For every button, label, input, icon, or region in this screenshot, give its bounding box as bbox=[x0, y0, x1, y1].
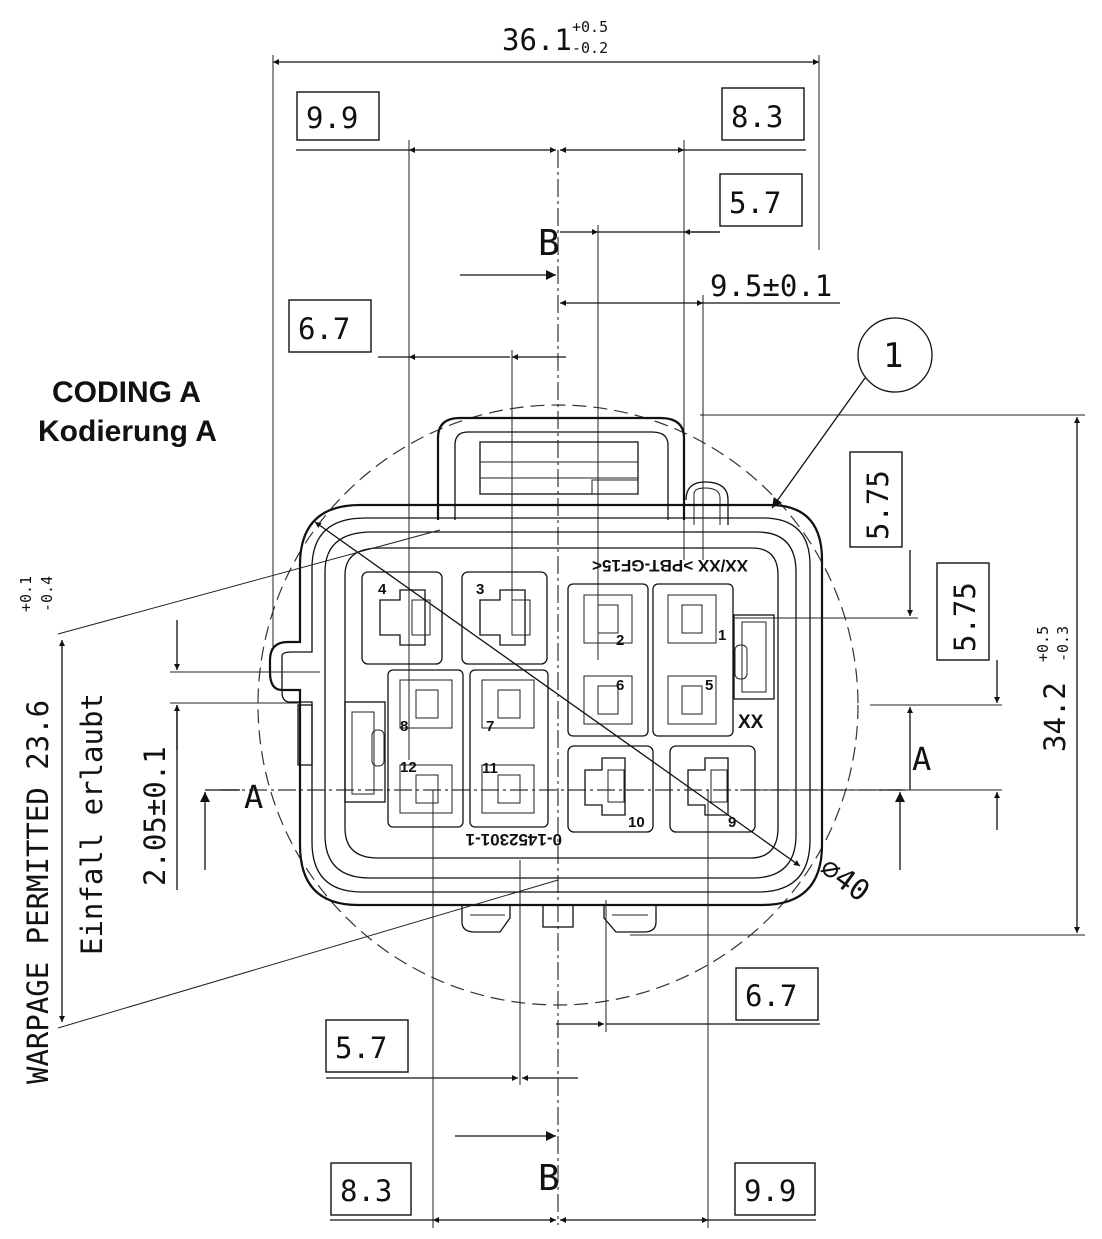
section-b-top-label: B bbox=[538, 223, 560, 264]
cavity-8-label: 8 bbox=[400, 718, 408, 735]
section-a-markers: A A bbox=[200, 740, 931, 870]
dim-bottom-right: 9.9 bbox=[744, 1174, 796, 1208]
overall-width-tol-upper: +0.5 bbox=[572, 18, 608, 36]
dim-bottom-right-upper: 6.7 bbox=[745, 979, 797, 1013]
cavity-9: 9 bbox=[669, 745, 756, 833]
cavity-11-label: 11 bbox=[482, 760, 498, 777]
warpage-tol-upper: +0.1 bbox=[17, 576, 35, 612]
cavity-4: 4 bbox=[361, 571, 443, 665]
cavity-6-label: 6 bbox=[616, 677, 624, 694]
right-side-dimensions: 34.2 +0.5 -0.3 5.75 5.75 bbox=[630, 414, 1085, 936]
xx-label: XX bbox=[738, 712, 764, 733]
cavity-7-label: 7 bbox=[486, 718, 494, 735]
cavity-block-7-11: 7 11 bbox=[469, 669, 549, 828]
overall-width-dimension: 36.1 +0.5 -0.2 bbox=[272, 18, 820, 650]
bottom-row-dimensions: 8.3 9.9 bbox=[330, 790, 816, 1228]
cavity-10-label: 10 bbox=[628, 814, 645, 831]
dim-left-vertical: 2.05±0.1 bbox=[138, 746, 172, 886]
coding-subtitle: Kodierung A bbox=[38, 415, 217, 448]
dim-bottom-left-upper: 5.7 bbox=[335, 1031, 387, 1065]
cavity-10: 10 bbox=[567, 745, 654, 833]
einfall-label: Einfall erlaubt bbox=[75, 693, 109, 955]
dim-upper-right-inner: 5.7 bbox=[729, 186, 781, 220]
diameter-dimension: ⌀40 bbox=[314, 521, 876, 908]
cavity-block-8-12: 8 12 bbox=[387, 669, 464, 828]
cavity-3: 3 bbox=[461, 571, 548, 665]
cavity-12-label: 12 bbox=[400, 759, 417, 776]
upper-right-5-7-dimension: 5.7 bbox=[560, 173, 803, 660]
dim-overall-height: 34.2 bbox=[1038, 682, 1072, 752]
left-vertical-dimension: 2.05±0.1 bbox=[138, 620, 320, 890]
coding-title: CODING A bbox=[52, 376, 201, 409]
dim-top-right: 8.3 bbox=[731, 100, 783, 134]
mold-text-top: XX/XX >PBT-GF15< bbox=[592, 556, 748, 575]
section-b-bottom-label: B bbox=[538, 1158, 560, 1199]
overall-width-tol-lower: -0.2 bbox=[572, 39, 608, 57]
cavity-4-label: 4 bbox=[378, 581, 387, 598]
dim-right-lower: 5.75 bbox=[948, 582, 982, 652]
overall-width-value: 36.1 bbox=[502, 23, 572, 57]
section-b-bottom: B bbox=[455, 1131, 560, 1199]
warpage-label: WARPAGE PERMITTED 23.6 bbox=[21, 700, 55, 1084]
dim-overall-height-tol-upper: +0.5 bbox=[1034, 626, 1052, 662]
dim-diameter: ⌀40 bbox=[814, 850, 876, 908]
dim-center-offset: 9.5±0.1 bbox=[710, 269, 832, 303]
section-a-left-label: A bbox=[244, 778, 263, 816]
center-offset-dimension: 9.5±0.1 bbox=[560, 269, 840, 560]
balloon-number: 1 bbox=[883, 336, 903, 376]
bottom-left-5-7-dimension: 5.7 bbox=[325, 860, 578, 1085]
warpage-note: WARPAGE PERMITTED 23.6 +0.1 -0.4 Einfall… bbox=[17, 529, 559, 1084]
dim-right-upper: 5.75 bbox=[861, 470, 895, 540]
dim-overall-height-tol-lower: -0.3 bbox=[1054, 626, 1072, 662]
section-b-top: B bbox=[460, 223, 560, 280]
cavity-3-label: 3 bbox=[476, 581, 484, 598]
connector-housing bbox=[268, 416, 824, 933]
mold-text-bottom: 0-1452301-1 bbox=[466, 830, 562, 849]
cavity-1-label: 1 bbox=[718, 627, 726, 644]
bottom-right-6-7-dimension: 6.7 bbox=[556, 900, 820, 1032]
section-a-right-label: A bbox=[912, 740, 931, 778]
coding-label: CODING A Kodierung A bbox=[38, 376, 217, 448]
dim-left-upper: 6.7 bbox=[298, 312, 350, 346]
warpage-tol-lower: -0.4 bbox=[38, 576, 56, 612]
dim-top-left: 9.9 bbox=[306, 101, 358, 135]
left-upper-6-7-dimension: 6.7 bbox=[288, 299, 566, 600]
cavity-5-label: 5 bbox=[705, 677, 713, 694]
dim-bottom-left: 8.3 bbox=[340, 1174, 392, 1208]
cavity-2-label: 2 bbox=[616, 632, 624, 649]
diameter-circle bbox=[257, 404, 859, 1006]
cavity-block-2-6: 2 6 bbox=[567, 583, 649, 737]
top-row-dimensions: 9.9 8.3 bbox=[296, 87, 806, 760]
cavity-block-1-5: 1 5 bbox=[652, 583, 734, 737]
balloon-1: 1 bbox=[771, 317, 933, 509]
